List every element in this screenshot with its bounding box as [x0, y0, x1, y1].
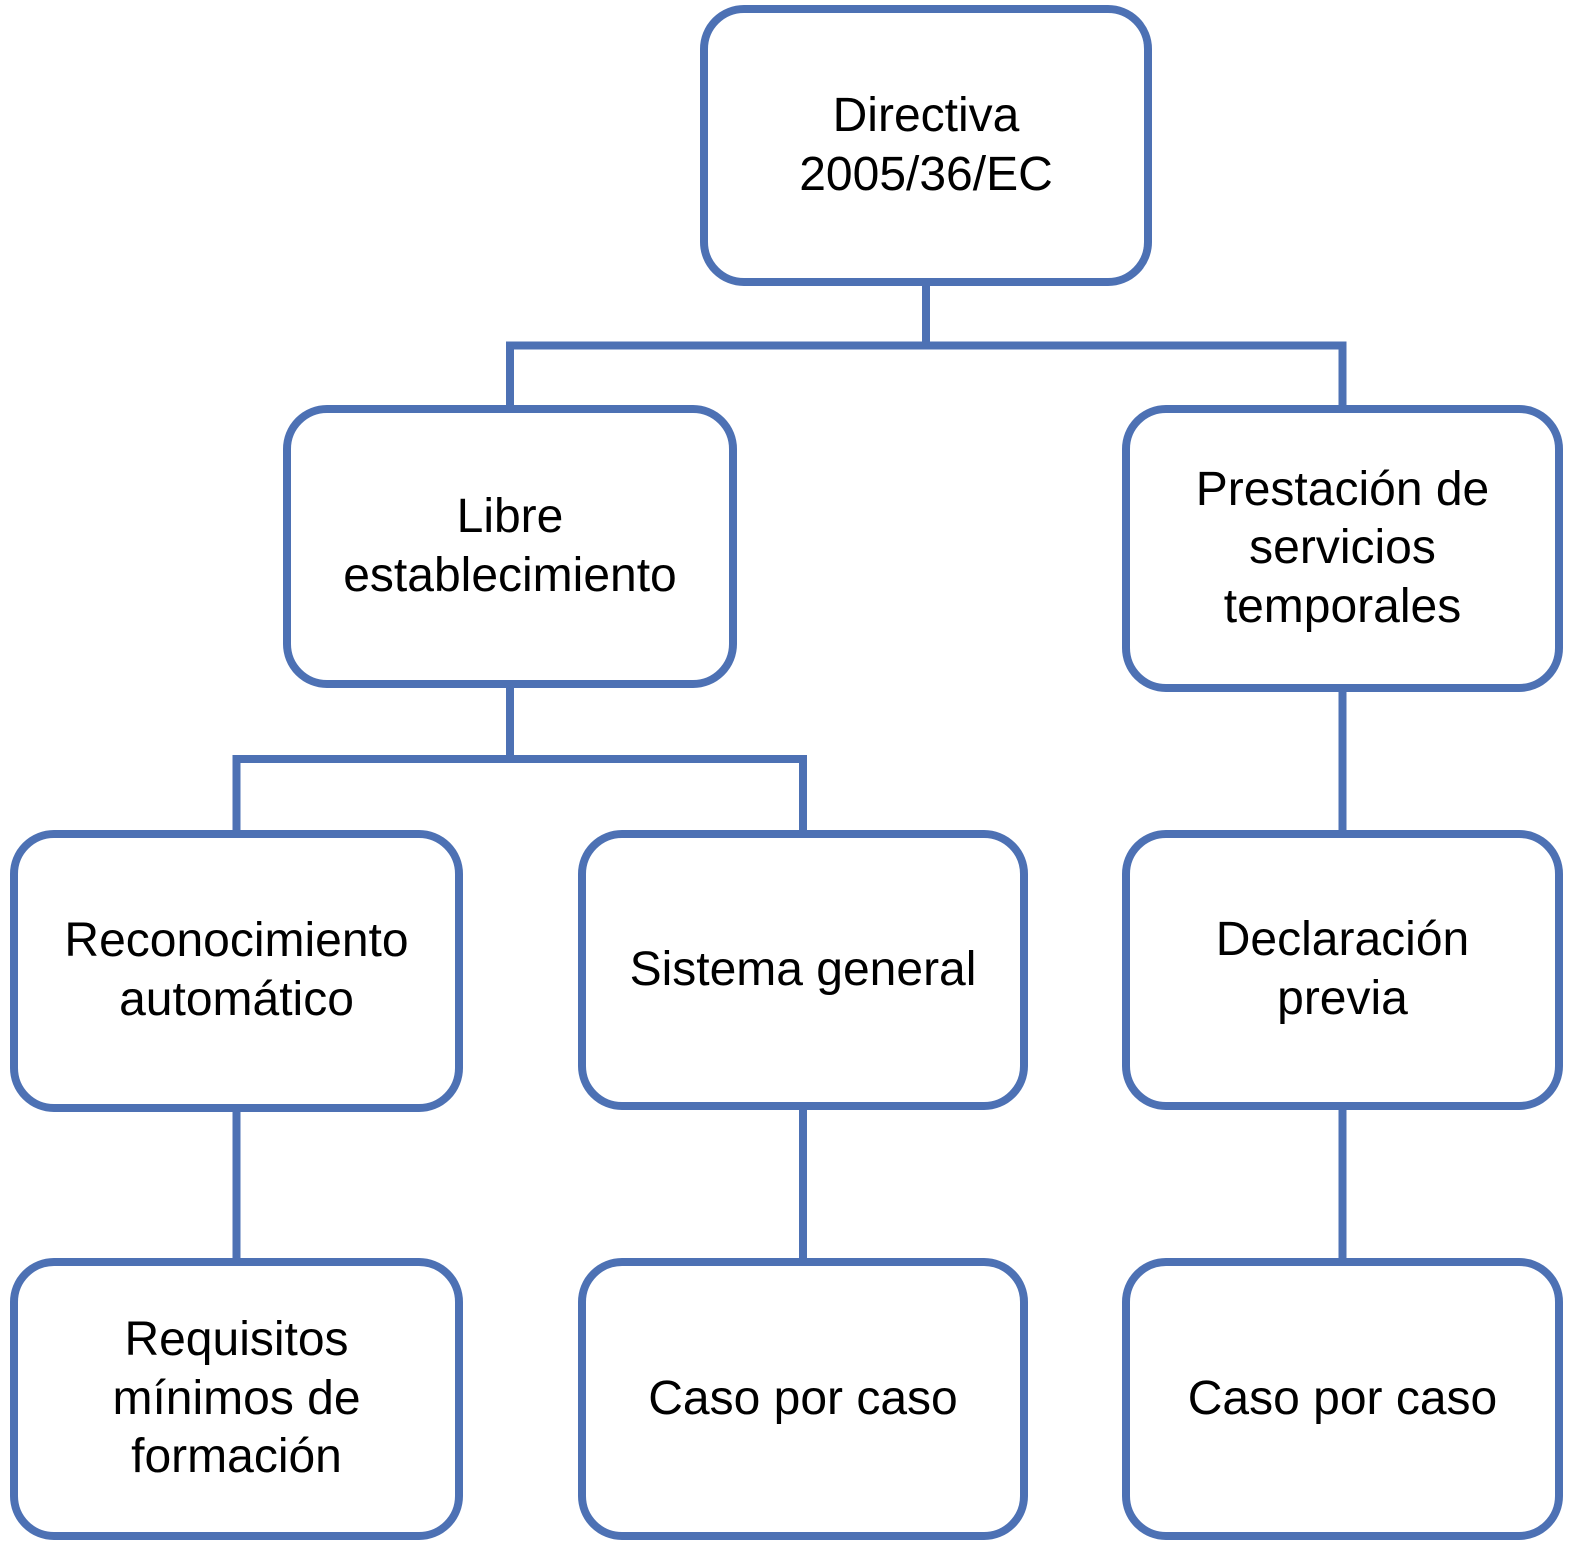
node-label: Requisitos mínimos de formación [112, 1313, 361, 1484]
node-label: Caso por caso [1187, 1371, 1498, 1425]
node-label: Caso por caso [648, 1371, 958, 1425]
node-libre-establecimiento: Libre establecimiento [283, 405, 737, 688]
node-label: Prestación de servicios temporales [1195, 462, 1490, 633]
node-caso-por-caso-declaracion-previa: Caso por caso [1122, 1258, 1563, 1540]
node-requisitos-minimos-formacion: Requisitos mínimos de formación [10, 1258, 463, 1540]
node-label: Libre establecimiento [343, 489, 677, 602]
node-label: Sistema general [629, 942, 977, 996]
node-declaracion-previa: Declaración previa [1122, 830, 1563, 1110]
node-label: Declaración previa [1215, 913, 1470, 1025]
node-reconocimiento-automatico: Reconocimiento automático [10, 830, 463, 1112]
node-caso-por-caso-sistema-general: Caso por caso [578, 1258, 1028, 1540]
node-sistema-general: Sistema general [578, 830, 1028, 1110]
node-prestacion-servicios-temporales: Prestación de servicios temporales [1122, 405, 1563, 692]
node-directiva-2005-36-ec: Directiva 2005/36/EC [700, 5, 1152, 286]
node-label: Directiva 2005/36/EC [799, 88, 1053, 201]
node-label: Reconocimiento automático [64, 914, 409, 1026]
